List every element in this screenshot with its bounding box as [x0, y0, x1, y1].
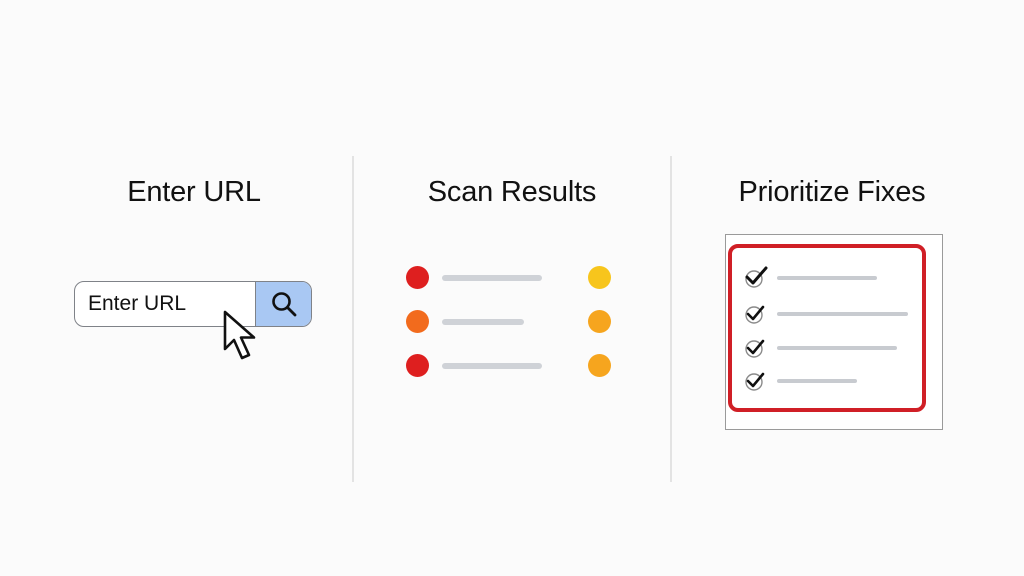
step-title-enter-url: Enter URL: [127, 176, 261, 208]
priority-highlight: [728, 244, 926, 412]
divider: [670, 156, 672, 482]
search-button[interactable]: [255, 282, 311, 326]
step-title-prioritize-fixes: Prioritize Fixes: [738, 176, 926, 208]
checkbox-checked-icon: [745, 339, 765, 358]
checklist-item: [744, 369, 914, 391]
checklist-item: [744, 266, 914, 288]
scan-result-row: [404, 266, 614, 290]
step-title-scan-results: Scan Results: [427, 176, 597, 208]
scan-result-row: [404, 310, 614, 334]
cursor-arrow-icon: [223, 310, 256, 360]
checklist-placeholder-line: [777, 346, 897, 350]
status-dot-orange: [406, 310, 429, 333]
status-dot-amber: [588, 310, 611, 333]
checkbox-checked-icon: [745, 266, 768, 288]
result-placeholder-line: [442, 319, 524, 325]
status-dot-red: [406, 266, 429, 289]
checklist-placeholder-line: [777, 379, 857, 383]
status-dot-amber: [588, 354, 611, 377]
divider: [352, 156, 354, 482]
checklist-placeholder-line: [777, 312, 908, 316]
checkbox-checked-icon: [745, 372, 765, 391]
url-search-box: [74, 281, 312, 327]
result-placeholder-line: [442, 275, 542, 281]
checklist-card: [725, 234, 943, 430]
status-dot-yellow: [588, 266, 611, 289]
result-placeholder-line: [442, 363, 542, 369]
checkbox-checked-icon: [745, 305, 765, 324]
checklist-placeholder-line: [777, 276, 877, 280]
checklist-item: [744, 302, 914, 324]
search-icon: [271, 292, 296, 317]
checklist-item: [744, 336, 914, 358]
status-dot-red: [406, 354, 429, 377]
scan-result-row: [404, 354, 614, 378]
